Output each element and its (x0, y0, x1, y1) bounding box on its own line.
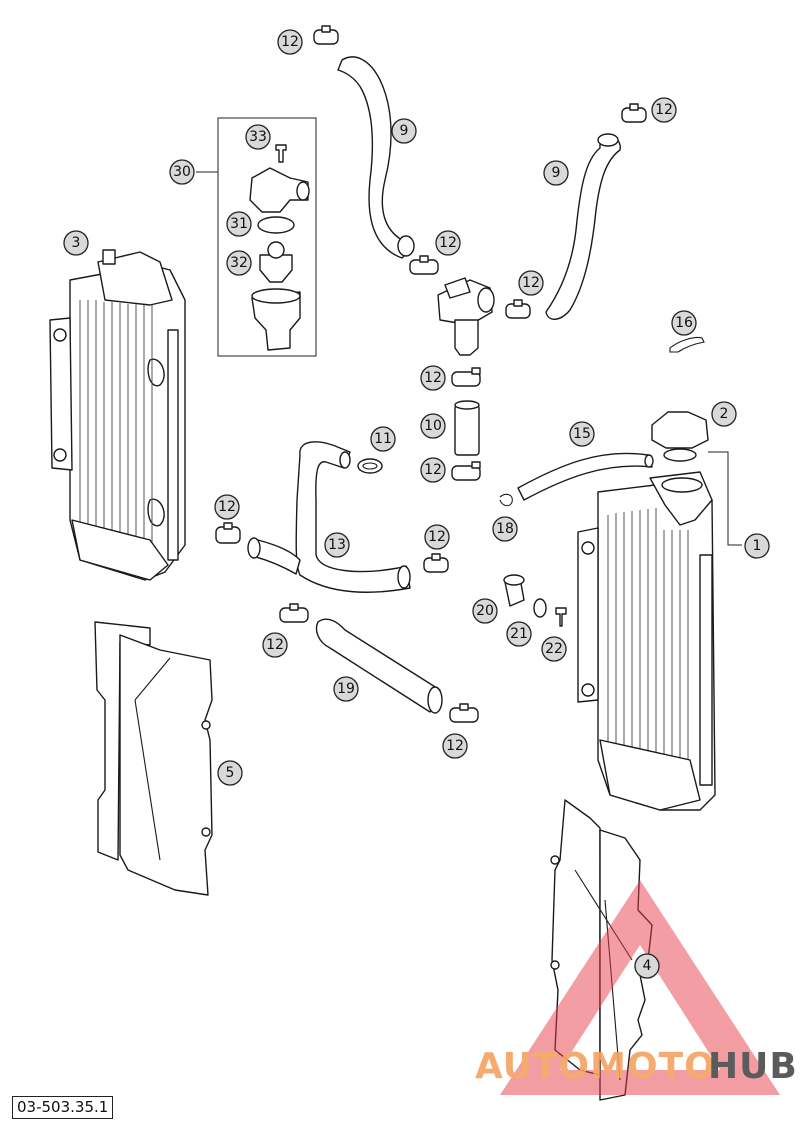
callout-11: 11 (370, 426, 396, 452)
svg-text:12: 12 (439, 235, 457, 251)
straight-hose (315, 618, 443, 714)
callout-12: 12 (518, 270, 544, 296)
left-shroud (94, 621, 213, 896)
svg-text:9: 9 (552, 165, 561, 181)
svg-text:13: 13 (328, 537, 346, 553)
svg-text:10: 10 (424, 418, 442, 434)
coolant-connector (437, 277, 495, 356)
callout-12: 12 (277, 29, 303, 55)
callout-31: 31 (226, 211, 252, 237)
callout-22: 22 (541, 636, 567, 662)
svg-text:12: 12 (424, 370, 442, 386)
callout-12: 12 (435, 230, 461, 256)
right-shroud (550, 799, 653, 1101)
callout-5: 5 (217, 760, 243, 786)
svg-text:12: 12 (281, 34, 299, 50)
hose-clip (499, 493, 513, 507)
svg-text:20: 20 (476, 603, 494, 619)
callout-1: 1 (744, 533, 770, 559)
cable-tie (669, 336, 705, 353)
svg-text:18: 18 (496, 521, 514, 537)
upper-hose-left (337, 56, 415, 259)
callout-2: 2 (711, 401, 737, 427)
callout-10: 10 (420, 413, 446, 439)
svg-text:11: 11 (374, 431, 392, 447)
callout-12: 12 (442, 733, 468, 759)
callout-9: 9 (391, 118, 417, 144)
svg-text:30: 30 (173, 164, 191, 180)
right-radiator (577, 451, 742, 811)
svg-text:31: 31 (230, 216, 248, 232)
svg-text:2: 2 (720, 406, 729, 422)
svg-text:12: 12 (424, 462, 442, 478)
callout-32: 32 (226, 250, 252, 276)
small-clamp (357, 458, 383, 474)
left-radiator (49, 249, 186, 581)
upper-hose-right (545, 133, 621, 320)
callout-33: 33 (245, 124, 271, 150)
callout-16: 16 (671, 310, 697, 336)
svg-text:16: 16 (675, 315, 693, 331)
svg-text:22: 22 (545, 641, 563, 657)
callout-12: 12 (420, 365, 446, 391)
svg-text:12: 12 (522, 275, 540, 291)
drain-plug-set (503, 574, 567, 627)
watermark: AUTOMOTO HUB (475, 880, 798, 1095)
callout-3: 3 (63, 230, 89, 256)
thermostat-kit-box (196, 117, 317, 357)
callout-13: 13 (324, 532, 350, 558)
connector-tube (454, 400, 480, 456)
svg-text:12: 12 (266, 637, 284, 653)
callout-4: 4 (634, 953, 660, 979)
svg-text:15: 15 (573, 426, 591, 442)
svg-text:19: 19 (337, 681, 355, 697)
callout-12: 12 (424, 524, 450, 550)
svg-text:9: 9 (400, 123, 409, 139)
callout-15: 15 (569, 421, 595, 447)
callout-21: 21 (506, 621, 532, 647)
svg-text:4: 4 (643, 958, 652, 974)
callout-20: 20 (472, 598, 498, 624)
callout-labels: 12 9 33 30 31 32 3 12 12 9 12 16 12 11 1… (63, 29, 770, 979)
watermark-text-accent: AUTOMOTO (475, 1046, 716, 1087)
svg-text:33: 33 (249, 129, 267, 145)
callout-30: 30 (169, 159, 195, 185)
bent-hose (247, 441, 411, 593)
svg-text:5: 5 (226, 765, 235, 781)
svg-text:3: 3 (72, 235, 81, 251)
left-radiator-fins (79, 300, 153, 562)
svg-text:21: 21 (510, 626, 528, 642)
callout-19: 19 (333, 676, 359, 702)
radiator-cap (651, 411, 709, 462)
svg-text:1: 1 (753, 538, 762, 554)
watermark-triangle (500, 880, 780, 1095)
watermark-text-dark: HUB (708, 1046, 798, 1087)
diagram-code-label: 03-503.35.1 (12, 1096, 114, 1119)
callout-12: 12 (214, 494, 240, 520)
svg-text:12: 12 (655, 102, 673, 118)
svg-text:12: 12 (218, 499, 236, 515)
svg-text:12: 12 (446, 738, 464, 754)
callout-12: 12 (262, 632, 288, 658)
callout-12: 12 (420, 457, 446, 483)
right-radiator-fins (607, 508, 689, 800)
callout-9: 9 (543, 160, 569, 186)
callout-12: 12 (651, 97, 677, 123)
hose-clamps (215, 25, 647, 723)
overflow-hose (517, 452, 654, 501)
svg-text:12: 12 (428, 529, 446, 545)
callout-18: 18 (492, 516, 518, 542)
svg-text:32: 32 (230, 255, 248, 271)
